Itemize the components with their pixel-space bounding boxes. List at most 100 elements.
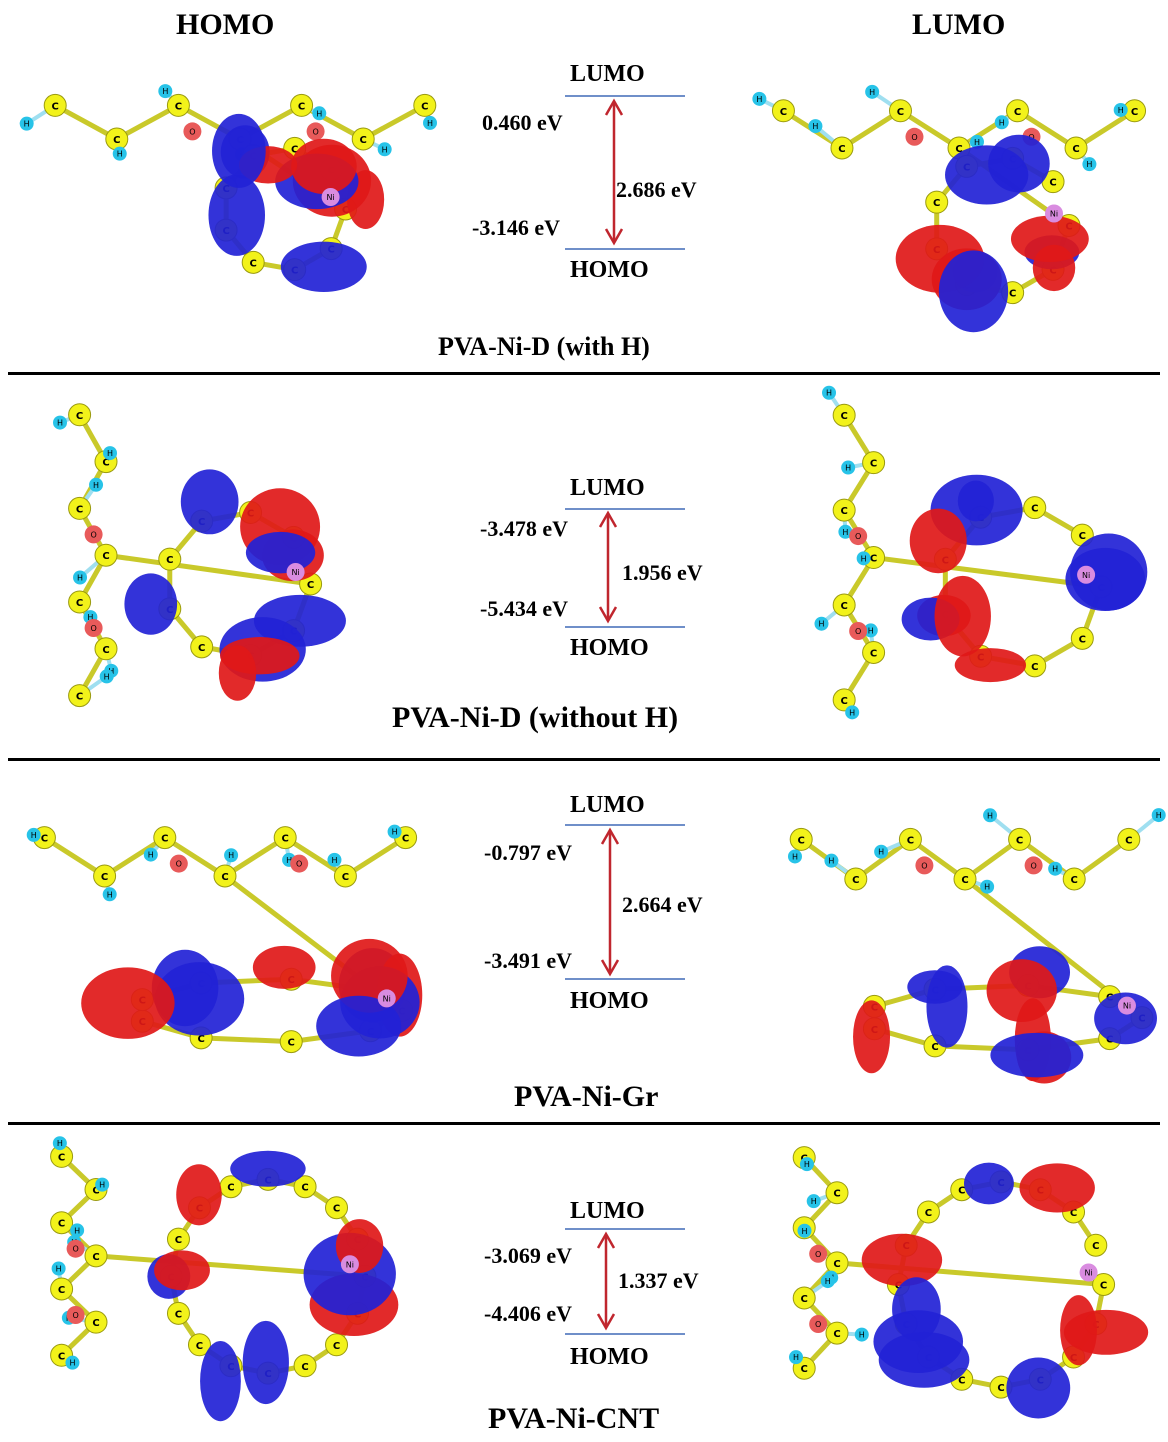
- hydrogen-atom: H: [89, 477, 104, 492]
- svg-text:C: C: [925, 1208, 932, 1219]
- energy-level-diagram: LUMO -3.478 eV 1.956 eV -5.434 eV HOMO: [470, 471, 730, 701]
- lumo-level-line: [565, 508, 685, 510]
- svg-text:H: H: [878, 848, 884, 857]
- oxygen-atom: O: [1024, 856, 1043, 875]
- svg-text:O: O: [189, 127, 195, 136]
- negative-orbital-lobe: [1063, 1309, 1149, 1355]
- carbon-atom: C: [50, 1211, 74, 1235]
- positive-orbital-lobe: [1094, 992, 1157, 1045]
- positive-orbital-lobe: [124, 573, 178, 635]
- hydrogen-atom: H: [845, 705, 860, 720]
- carbon-atom: C: [93, 864, 117, 888]
- atom-group: CHCHCHCHCHCHCHCCCCCCCCCOO: [814, 385, 1113, 720]
- hydrogen-atom: H: [1151, 808, 1166, 823]
- negative-orbital-lobe: [154, 1250, 210, 1291]
- svg-text:Ni: Ni: [326, 193, 334, 202]
- positive-orbital-lobe: [245, 531, 316, 574]
- nickel-atom: Ni: [1077, 565, 1096, 584]
- carbon-atom: C: [68, 684, 92, 708]
- orbital-lobes: [147, 1150, 399, 1422]
- carbon-atom: C: [1023, 496, 1047, 520]
- bond: [105, 552, 311, 587]
- positive-orbital-lobe: [208, 174, 266, 256]
- svg-text:C: C: [58, 1351, 65, 1362]
- negative-orbital-lobe: [81, 967, 175, 1039]
- svg-text:C: C: [1016, 835, 1023, 846]
- negative-orbital-lobe: [954, 648, 1027, 683]
- homo-level-line: [565, 248, 685, 250]
- negative-orbital-lobe: [176, 1164, 222, 1226]
- hydrogen-atom: H: [787, 849, 802, 864]
- hydrogen-atom: H: [19, 116, 34, 131]
- svg-text:H: H: [286, 856, 292, 865]
- bond: [201, 1035, 292, 1045]
- hydrogen-atom: H: [53, 415, 68, 430]
- svg-text:C: C: [301, 1183, 308, 1194]
- svg-text:C: C: [175, 1309, 182, 1320]
- positive-orbital-lobe: [963, 1162, 1014, 1205]
- homo-isosurface-2: CHCHCHCHCHCHCHCCCCCCCCCOONi: [40, 386, 370, 746]
- orbital-lobes: [861, 1162, 1149, 1419]
- svg-text:C: C: [1079, 634, 1086, 645]
- hydrogen-atom: H: [1113, 102, 1128, 117]
- lumo-level-line: [565, 824, 685, 826]
- positive-orbital-lobe: [990, 1032, 1084, 1078]
- svg-text:H: H: [1086, 160, 1092, 169]
- oxygen-atom: O: [84, 619, 103, 637]
- svg-text:O: O: [1030, 861, 1036, 870]
- svg-text:H: H: [756, 95, 762, 104]
- svg-text:H: H: [828, 857, 834, 866]
- svg-text:O: O: [296, 860, 302, 869]
- svg-text:C: C: [961, 875, 968, 886]
- svg-text:C: C: [1070, 1208, 1077, 1219]
- svg-text:C: C: [997, 1383, 1004, 1394]
- panel-divider: [8, 758, 1160, 761]
- svg-text:C: C: [1125, 835, 1132, 846]
- svg-text:C: C: [402, 834, 409, 845]
- svg-text:H: H: [56, 1265, 62, 1274]
- svg-text:C: C: [833, 1259, 840, 1270]
- lumo-level-line: [565, 1228, 685, 1230]
- gap-arrow: [596, 1231, 616, 1331]
- svg-text:H: H: [818, 620, 824, 629]
- carbon-atom: C: [862, 640, 886, 664]
- svg-text:C: C: [840, 506, 847, 517]
- svg-text:H: H: [804, 1160, 810, 1169]
- svg-text:Ni: Ni: [1123, 1002, 1131, 1011]
- svg-text:O: O: [90, 530, 96, 539]
- homo-level-label: HOMO: [570, 988, 649, 1014]
- svg-text:H: H: [842, 528, 848, 537]
- homo-isosurface-4: CHCHCHCHCHCHCHCCCCCCCCCCCCCCCCOONi: [10, 1136, 440, 1422]
- positive-orbital-lobe: [892, 1277, 941, 1342]
- svg-text:Ni: Ni: [1050, 210, 1058, 219]
- oxygen-atom: O: [66, 1239, 85, 1258]
- hydrogen-atom: H: [980, 879, 995, 894]
- lumo-level-label: LUMO: [570, 1198, 645, 1224]
- positive-orbital-lobe: [154, 962, 245, 1036]
- svg-text:H: H: [392, 828, 398, 837]
- svg-text:C: C: [1071, 875, 1078, 886]
- carbon-atom: C: [925, 190, 949, 214]
- svg-text:H: H: [1156, 811, 1162, 820]
- svg-text:C: C: [333, 1204, 340, 1215]
- svg-text:O: O: [855, 627, 861, 636]
- hydrogen-atom: H: [863, 623, 878, 638]
- carbon-atom: C: [94, 637, 118, 661]
- svg-text:Ni: Ni: [346, 1260, 354, 1269]
- carbon-atom: C: [166, 1301, 190, 1325]
- svg-text:C: C: [288, 1038, 295, 1049]
- svg-text:C: C: [175, 101, 182, 112]
- oxygen-atom: O: [905, 127, 924, 146]
- carbon-atom: C: [166, 1227, 190, 1251]
- svg-text:C: C: [92, 1252, 99, 1263]
- svg-text:C: C: [1031, 662, 1038, 673]
- gap-arrow: [604, 98, 624, 246]
- homo-energy: -5.434 eV: [480, 596, 568, 621]
- hydrogen-atom: H: [824, 853, 839, 868]
- svg-text:C: C: [955, 144, 962, 155]
- orbital-lobes: [208, 113, 385, 292]
- homo-level-label: HOMO: [570, 635, 649, 661]
- bond: [103, 835, 167, 879]
- svg-text:H: H: [868, 626, 874, 635]
- homo-energy: -4.406 eV: [484, 1301, 572, 1326]
